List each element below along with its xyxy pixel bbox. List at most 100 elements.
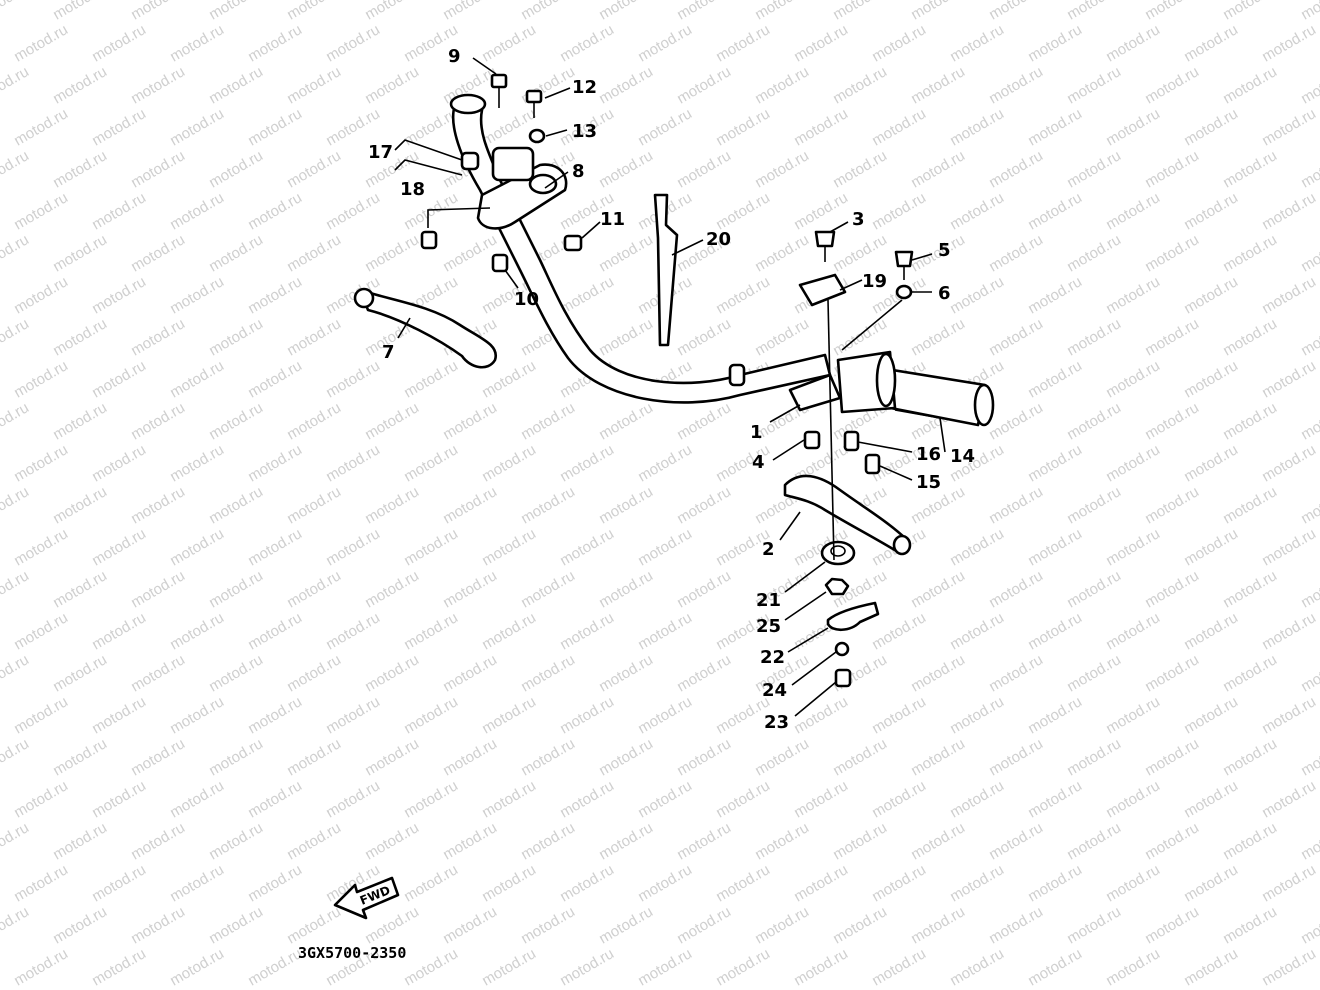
watermark-text: motod.ru xyxy=(206,231,266,275)
watermark-text: motod.ru xyxy=(1259,21,1319,65)
watermark-text: motod.ru xyxy=(1298,231,1320,275)
watermark-text: motod.ru xyxy=(1181,777,1241,821)
watermark-text: motod.ru xyxy=(986,399,1046,443)
watermark-text: motod.ru xyxy=(1298,651,1320,695)
cable-tie xyxy=(653,193,679,347)
watermark-text: motod.ru xyxy=(1181,441,1241,485)
watermark-text: motod.ru xyxy=(479,441,539,485)
watermark-text: motod.ru xyxy=(791,945,851,989)
watermark-text: motod.ru xyxy=(323,693,383,737)
watermark-text: motod.ru xyxy=(908,0,968,23)
watermark-text: motod.ru xyxy=(401,861,461,905)
watermark-text: motod.ru xyxy=(635,21,695,65)
watermark-text: motod.ru xyxy=(440,567,500,611)
watermark-text: motod.ru xyxy=(1220,315,1280,359)
watermark-text: motod.ru xyxy=(986,903,1046,947)
watermark-text: motod.ru xyxy=(1181,357,1241,401)
watermark-text: motod.ru xyxy=(1181,693,1241,737)
watermark-text: motod.ru xyxy=(128,315,188,359)
watermark-text: motod.ru xyxy=(89,861,149,905)
watermark-text: motod.ru xyxy=(245,945,305,989)
watermark-text: motod.ru xyxy=(1142,735,1202,779)
watermark-text: motod.ru xyxy=(869,189,929,233)
watermark-text: motod.ru xyxy=(1064,0,1124,23)
watermark-text: motod.ru xyxy=(206,903,266,947)
watermark-text: motod.ru xyxy=(1103,693,1163,737)
watermark-text: motod.ru xyxy=(986,735,1046,779)
watermark-text: motod.ru xyxy=(830,903,890,947)
watermark-text: motod.ru xyxy=(206,147,266,191)
watermark-text: motod.ru xyxy=(128,0,188,23)
watermark-text: motod.ru xyxy=(1025,861,1085,905)
watermark-text: motod.ru xyxy=(1220,147,1280,191)
watermark-text: motod.ru xyxy=(1142,315,1202,359)
watermark-text: motod.ru xyxy=(440,651,500,695)
watermark-text: motod.ru xyxy=(635,945,695,989)
watermark-text: motod.ru xyxy=(1142,567,1202,611)
callout-20: 20 xyxy=(706,229,731,250)
watermark-text: motod.ru xyxy=(869,21,929,65)
callout-13: 13 xyxy=(572,121,597,142)
watermark-text: motod.ru xyxy=(167,945,227,989)
watermark-text: motod.ru xyxy=(245,441,305,485)
watermark-text: motod.ru xyxy=(674,735,734,779)
watermark-text: motod.ru xyxy=(869,693,929,737)
watermark-text: motod.ru xyxy=(947,609,1007,653)
watermark-text: motod.ru xyxy=(986,0,1046,23)
watermark-text: motod.ru xyxy=(986,819,1046,863)
watermark-text: motod.ru xyxy=(674,819,734,863)
watermark-text: motod.ru xyxy=(89,609,149,653)
watermark-text: motod.ru xyxy=(1298,0,1320,23)
watermark-text: motod.ru xyxy=(128,399,188,443)
watermark-text: motod.ru xyxy=(440,399,500,443)
watermark-text: motod.ru xyxy=(167,609,227,653)
watermark-text: motod.ru xyxy=(908,735,968,779)
clutch-lever xyxy=(353,287,498,369)
watermark-text: motod.ru xyxy=(167,189,227,233)
watermark-text: motod.ru xyxy=(635,777,695,821)
watermark-text: motod.ru xyxy=(89,273,149,317)
watermark-text: motod.ru xyxy=(362,567,422,611)
watermark-text: motod.ru xyxy=(947,945,1007,989)
watermark-text: motod.ru xyxy=(401,777,461,821)
watermark-text: motod.ru xyxy=(206,399,266,443)
watermark-text: motod.ru xyxy=(908,651,968,695)
watermark-text: motod.ru xyxy=(674,567,734,611)
watermark-text: motod.ru xyxy=(206,63,266,107)
watermark-text: motod.ru xyxy=(1142,63,1202,107)
watermark-text: motod.ru xyxy=(1064,483,1124,527)
callout-14: 14 xyxy=(950,446,975,467)
watermark-text: motod.ru xyxy=(11,357,71,401)
watermark-text: motod.ru xyxy=(596,147,656,191)
watermark-text: motod.ru xyxy=(947,693,1007,737)
watermark-text: motod.ru xyxy=(752,63,812,107)
watermark-text: motod.ru xyxy=(830,63,890,107)
watermark-text: motod.ru xyxy=(869,105,929,149)
watermark-text: motod.ru xyxy=(830,231,890,275)
watermark-text: motod.ru xyxy=(1025,273,1085,317)
watermark-text: motod.ru xyxy=(1142,483,1202,527)
watermark-text: motod.ru xyxy=(128,147,188,191)
watermark-text: motod.ru xyxy=(986,63,1046,107)
watermark-text: motod.ru xyxy=(284,147,344,191)
watermark-text: motod.ru xyxy=(362,231,422,275)
watermark-text: motod.ru xyxy=(947,21,1007,65)
watermark-text: motod.ru xyxy=(89,525,149,569)
watermark-text: motod.ru xyxy=(362,819,422,863)
watermark-text: motod.ru xyxy=(557,441,617,485)
watermark-text: motod.ru xyxy=(284,315,344,359)
watermark-text: motod.ru xyxy=(1103,861,1163,905)
watermark-text: motod.ru xyxy=(1298,483,1320,527)
watermark-text: motod.ru xyxy=(0,483,32,527)
watermark-text: motod.ru xyxy=(1181,609,1241,653)
watermark-text: motod.ru xyxy=(89,357,149,401)
watermark-text: motod.ru xyxy=(479,21,539,65)
watermark-text: motod.ru xyxy=(1298,903,1320,947)
watermark-text: motod.ru xyxy=(50,315,110,359)
watermark-text: motod.ru xyxy=(908,147,968,191)
callout-22: 22 xyxy=(760,647,785,668)
watermark-text: motod.ru xyxy=(1298,147,1320,191)
watermark-text: motod.ru xyxy=(557,21,617,65)
watermark-text: motod.ru xyxy=(479,861,539,905)
